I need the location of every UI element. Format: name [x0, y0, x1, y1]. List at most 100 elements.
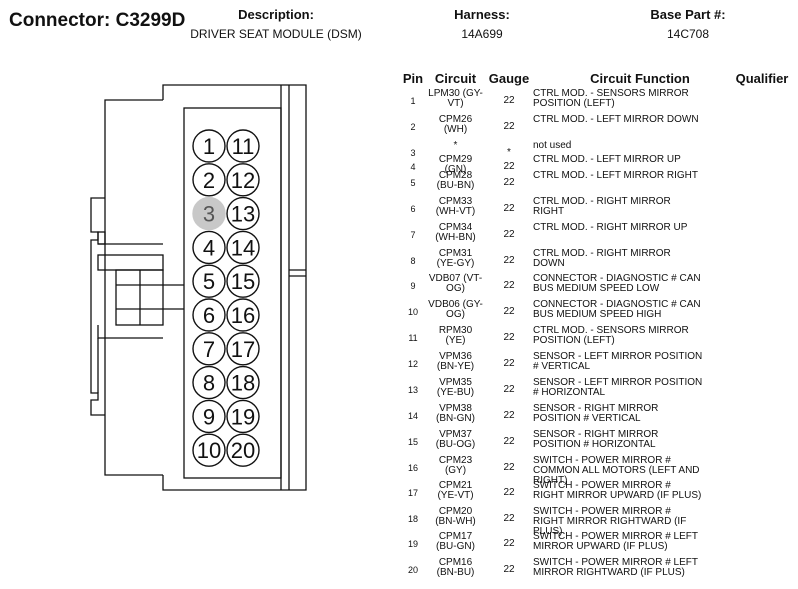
cell-gauge: 22	[503, 255, 515, 266]
cell-pin: 12	[407, 359, 418, 369]
pin-number-10: 10	[197, 438, 221, 463]
cell-function: CTRL MOD. - LEFT MIRROR DOWN	[533, 114, 699, 125]
cell-circuit: CPM23 (GY)	[438, 455, 473, 476]
cell-pin: 18	[407, 514, 418, 524]
pin-number-17: 17	[231, 337, 255, 362]
pin-cavity-15	[226, 264, 260, 298]
pin-cavity-4	[192, 230, 226, 265]
cell-pin: 16	[407, 463, 418, 473]
cell-circuit: VPM36 (BN-YE)	[436, 351, 475, 372]
cell-pin: 20	[407, 565, 418, 575]
cell-pin: 9	[410, 281, 416, 291]
cell-function: CONNECTOR - DIAGNOSTIC # CAN BUS MEDIUM …	[533, 299, 701, 320]
cell-circuit: VDB07 (VT-OG)	[428, 273, 483, 294]
cell-gauge: 22	[503, 384, 515, 395]
cell-function: SWITCH - POWER MIRROR # LEFT MIRROR UPWA…	[533, 531, 698, 552]
pin-number-5: 5	[203, 269, 215, 294]
cell-function: CTRL MOD. - LEFT MIRROR RIGHT	[533, 170, 698, 181]
pin-cavity-18	[226, 365, 260, 400]
cell-function: not used	[533, 140, 572, 151]
cell-function: SENSOR - LEFT MIRROR POSITION # VERTICAL	[533, 351, 703, 372]
cell-circuit: VPM35 (YE-BU)	[436, 377, 475, 398]
cell-circuit: CPM28 (BU-BN)	[436, 170, 475, 191]
description-block: Description: DRIVER SEAT MODULE (DSM)	[170, 7, 382, 41]
pin-number-15: 15	[231, 269, 255, 294]
cell-circuit: CPM34 (WH-BN)	[435, 222, 476, 243]
pin-cavity-19	[226, 399, 260, 434]
cell-pin: 8	[410, 256, 416, 266]
pin-cavity-13	[226, 196, 260, 231]
pin-number-6: 6	[203, 303, 215, 328]
cell-pin: 11	[408, 333, 418, 343]
cell-gauge: 22	[503, 95, 515, 106]
pin-number-11: 11	[232, 134, 255, 159]
cell-gauge: 22	[503, 121, 515, 132]
pin-cavity-6	[192, 298, 226, 332]
pin-cavity-17	[226, 332, 260, 366]
cell-pin: 14	[407, 411, 418, 421]
cell-pin: 5	[410, 178, 416, 188]
pin-number-12: 12	[231, 168, 255, 193]
cell-function: SWITCH - POWER MIRROR # LEFT MIRROR RIGH…	[533, 557, 698, 578]
cell-gauge: 22	[503, 462, 515, 473]
cell-function: SENSOR - LEFT MIRROR POSITION # HORIZONT…	[533, 377, 703, 398]
cell-circuit: VPM37 (BU-OG)	[435, 429, 476, 450]
connector-housing	[90, 84, 307, 491]
cell-function: CTRL MOD. - RIGHT MIRROR RIGHT	[533, 196, 671, 217]
col-header-circuit: Circuit	[434, 71, 477, 86]
cell-function: CTRL MOD. - RIGHT MIRROR DOWN	[533, 248, 671, 269]
cell-gauge: 22	[503, 358, 515, 369]
cell-pin: 3	[410, 148, 416, 158]
pin-cavity-14	[226, 230, 260, 265]
cell-pin: 7	[410, 230, 416, 240]
harness-value: 14A699	[461, 27, 503, 41]
cell-pin: 6	[410, 204, 416, 214]
pin-cavity-16	[226, 298, 260, 332]
cell-circuit: VPM38 (BN-GN)	[436, 403, 475, 424]
base-part-value: 14C708	[666, 27, 710, 41]
cell-function: CTRL MOD. - SENSORS MIRROR POSITION (LEF…	[533, 88, 689, 109]
cell-circuit: *	[453, 140, 458, 151]
cell-gauge: *	[507, 147, 511, 158]
pin-number-2: 2	[203, 168, 215, 193]
cell-gauge: 22	[503, 203, 515, 214]
pin-number-19: 19	[231, 404, 255, 429]
pin-number-20: 20	[231, 438, 255, 463]
pin-cavity-9	[192, 399, 226, 434]
base-part-label: Base Part #:	[650, 7, 726, 22]
cell-gauge: 22	[503, 332, 515, 343]
pin-number-18: 18	[231, 371, 255, 396]
cell-function: CONNECTOR - DIAGNOSTIC # CAN BUS MEDIUM …	[533, 273, 701, 294]
col-header-pin: Pin	[402, 71, 424, 86]
col-header-function: Circuit Function	[590, 71, 690, 86]
pin-number-4: 4	[203, 235, 215, 260]
cell-function: SENSOR - RIGHT MIRROR POSITION # VERTICA…	[533, 403, 659, 424]
cell-circuit: CPM33 (WH-VT)	[435, 196, 476, 217]
cell-circuit: CPM26 (WH)	[438, 114, 473, 135]
cell-function: CTRL MOD. - RIGHT MIRROR UP	[533, 222, 688, 233]
cell-gauge: 22	[503, 177, 515, 188]
pin-cavity-3	[192, 196, 226, 231]
cell-function: SWITCH - POWER MIRROR # RIGHT MIRROR RIG…	[533, 506, 687, 537]
cell-function: CTRL MOD. - LEFT MIRROR UP	[533, 154, 681, 165]
pin-number-16: 16	[231, 303, 255, 328]
col-header-gauge: Gauge	[488, 71, 530, 86]
pin-number-7: 7	[203, 337, 215, 362]
cell-function: SENSOR - RIGHT MIRROR POSITION # HORIZON…	[533, 429, 659, 450]
cell-circuit: CPM17 (BU-GN)	[436, 531, 475, 552]
cell-function: SWITCH - POWER MIRROR # RIGHT MIRROR UPW…	[533, 480, 702, 501]
description-value: DRIVER SEAT MODULE (DSM)	[190, 27, 362, 41]
cell-gauge: 22	[503, 538, 515, 549]
pin-number-3: 3	[203, 202, 215, 227]
pin-number-9: 9	[203, 404, 215, 429]
cell-pin: 15	[407, 437, 418, 447]
cell-function: CTRL MOD. - SENSORS MIRROR POSITION (LEF…	[533, 325, 689, 346]
pin-number-1: 1	[203, 134, 215, 159]
cell-function: SWITCH - POWER MIRROR # COMMON ALL MOTOR…	[533, 455, 700, 486]
connector-title: Connector: C3299D	[9, 10, 186, 31]
cell-circuit: VDB06 (GY-OG)	[428, 299, 483, 320]
cell-circuit: CPM29 (GN)	[438, 154, 473, 175]
cell-pin: 10	[407, 307, 418, 317]
